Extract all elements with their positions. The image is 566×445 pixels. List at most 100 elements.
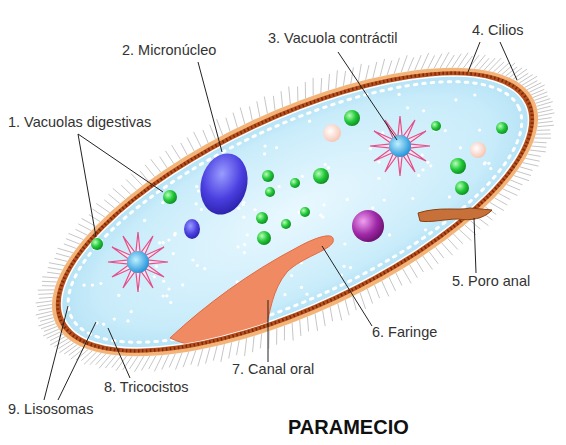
cilium [416,260,423,272]
cilium [96,354,106,365]
cilium [93,209,105,217]
cilium [38,315,53,319]
lysosome [388,233,391,236]
lysosome [343,242,346,245]
cilium [479,58,489,69]
cilium [49,263,65,266]
lysosome [305,293,308,296]
cilium [42,285,55,286]
cilium [90,353,101,365]
cilium [387,61,392,75]
lysosome [167,238,170,241]
lysosome [91,284,94,287]
vacuole-center [127,251,149,273]
cilium [513,69,527,79]
cilium [320,78,322,93]
cilium [54,258,67,261]
cilium [121,185,131,194]
callout-label: 4. Cilios [472,22,524,39]
cilium [307,317,308,332]
cilium [131,174,142,186]
contractile-vacuole [370,116,430,176]
cilium [162,354,169,369]
cilium [96,203,109,212]
cilium [36,301,53,303]
cilium [145,165,154,177]
cilium [498,62,510,73]
lysosome [130,310,133,313]
cilium [489,58,501,71]
pellicle [13,9,566,415]
cilium [484,58,495,70]
lysosome [483,162,486,165]
cilium [459,230,471,241]
cilium [503,189,518,196]
lysosome [102,323,105,326]
cilium [210,125,216,139]
lysosome [324,163,327,166]
lysosome [484,161,487,164]
cilium [530,150,546,152]
cilium [69,233,84,239]
cilium [240,107,245,124]
lysosome [253,208,256,211]
cilium [434,54,442,69]
cilium [257,101,260,117]
cilium [198,349,203,366]
cilium [345,300,349,315]
lysosome [448,195,451,198]
cilium [59,341,71,349]
cilium [380,59,385,77]
cilium [313,78,314,96]
cilium [358,64,361,82]
cilium [221,344,225,362]
cilium [470,221,480,230]
cilium [154,355,162,371]
cilium [448,239,458,250]
cilium [408,57,414,71]
vacuole [470,142,486,158]
lysosome [283,293,286,296]
cilium [396,273,402,286]
lysosome [162,294,165,297]
cilium [176,353,183,370]
cilium [389,277,396,291]
cilium [401,55,407,72]
lysosome [454,98,457,101]
lysosome [126,319,129,322]
cilium [382,281,389,296]
cilium [366,65,369,80]
cilium [253,336,255,352]
cilium [394,58,399,74]
cilium [36,311,52,315]
cilium [226,118,230,132]
callout-label: 8. Tricocistos [104,379,189,396]
callout-label: 7. Canal oral [232,361,314,378]
cilium [183,352,189,368]
oral-canal [170,236,333,348]
cilium [42,281,57,283]
callout-label: 1. Vacuolas digestivas [8,114,151,131]
cilium [538,121,553,123]
lysosome [158,241,161,244]
cilium [187,137,194,151]
cilium [499,193,511,199]
cilium [452,54,461,68]
lysosome [195,185,198,188]
radial-canal [136,271,140,292]
lysosome [444,129,447,132]
lysosome [343,265,346,268]
cilium [525,81,538,88]
callout-label: 3. Vacuola contráctil [268,30,398,47]
radial-canal [398,155,402,176]
cilium [151,159,161,172]
cilium [533,142,546,144]
cilium [373,62,377,78]
cilium [494,198,507,205]
lysosome [197,190,200,193]
cilium [113,188,125,199]
radial-canal [370,144,391,148]
cilium [537,129,551,131]
cilium [181,143,188,155]
